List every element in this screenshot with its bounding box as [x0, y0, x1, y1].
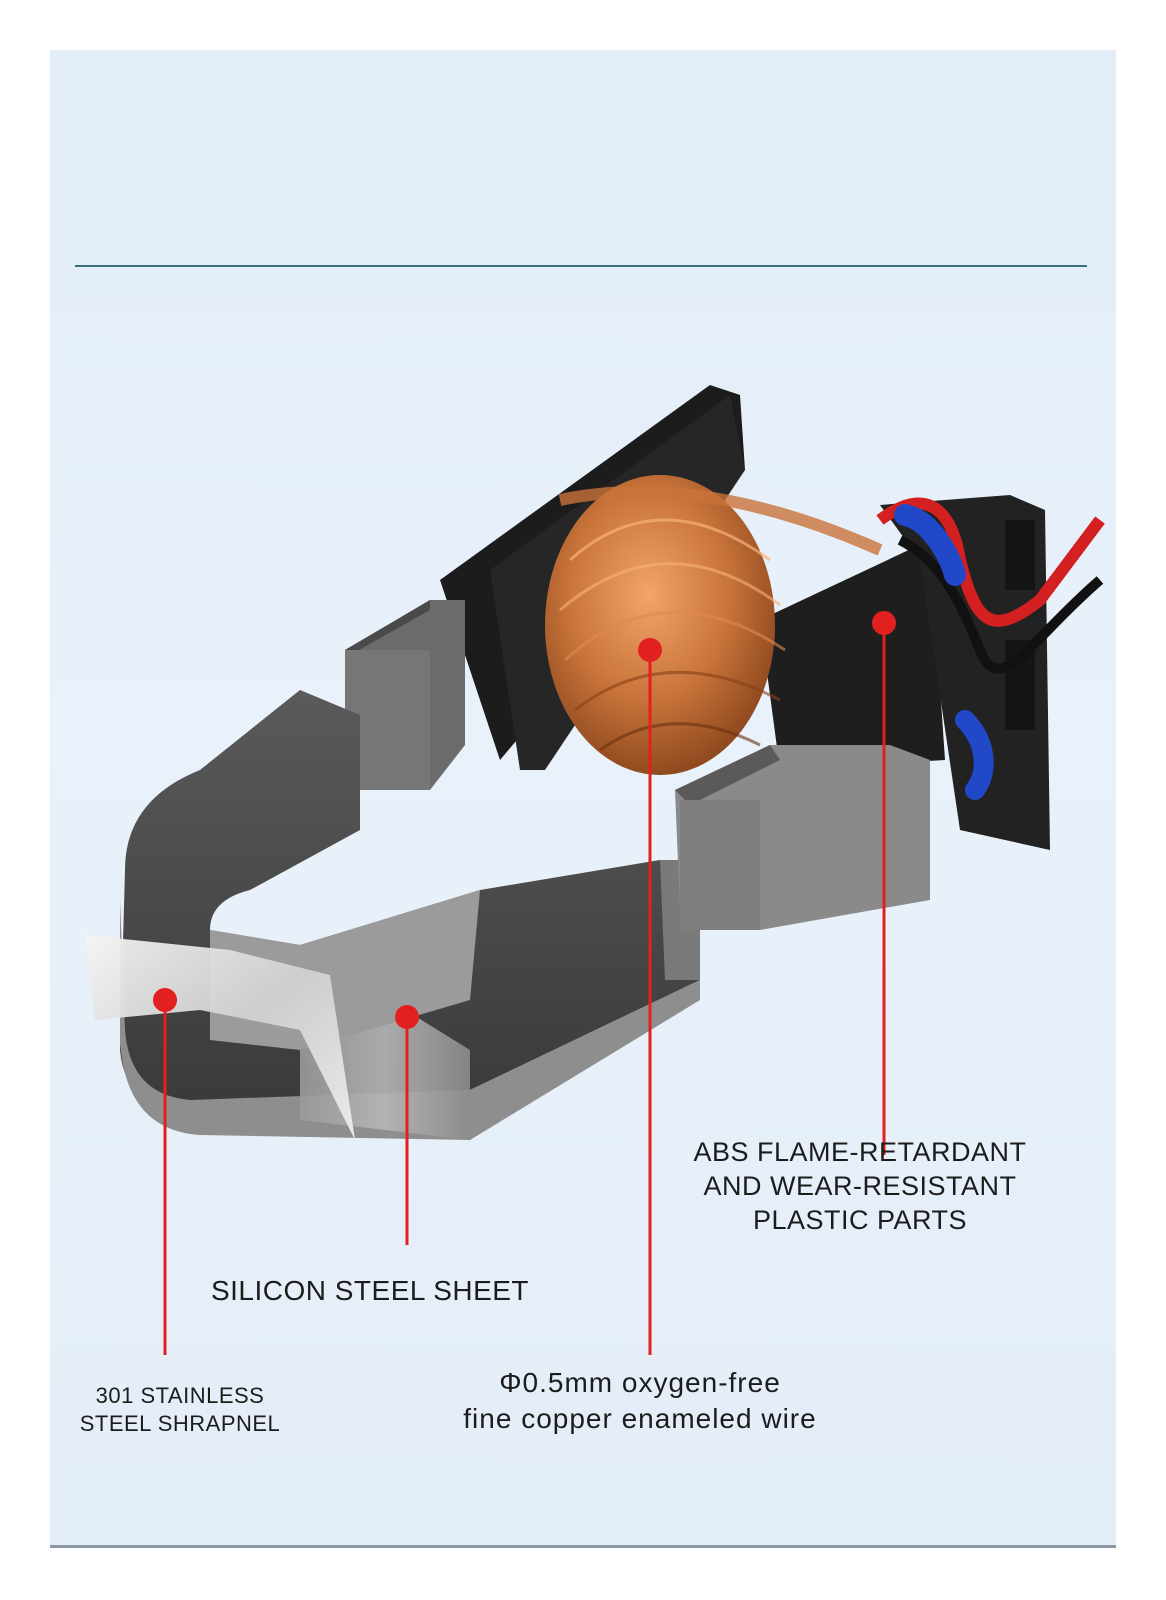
callout-dot-wire — [638, 638, 662, 662]
callout-markers — [153, 611, 896, 1355]
core-right-leg — [675, 745, 930, 930]
callout-stainless-line-1: 301 STAINLESS — [95, 1383, 265, 1408]
callout-stainless-label: 301 STAINLESS STEEL SHRAPNEL — [30, 1382, 330, 1438]
core-back-leg — [345, 600, 465, 790]
callout-dot-stainless — [153, 988, 177, 1012]
callout-dot-silicon — [395, 1005, 419, 1029]
footer-divider — [50, 1545, 1116, 1548]
header-divider — [75, 265, 1087, 267]
callout-silicon-label: SILICON STEEL SHEET — [210, 1275, 530, 1306]
callout-wire-line-1: Φ0.5mm oxygen-free — [499, 1367, 781, 1398]
copper-coil — [545, 475, 883, 775]
callout-wire-line-2: fine copper enameled wire — [463, 1403, 817, 1434]
callout-abs-label: ABS FLAME-RETARDANT AND WEAR-RESISTANT P… — [650, 1135, 1070, 1237]
lead-wires — [876, 497, 1105, 800]
callout-abs-line-3: PLASTIC PARTS — [752, 1205, 968, 1235]
callout-abs-line-2: AND WEAR-RESISTANT — [703, 1171, 1017, 1201]
callout-wire-label: Φ0.5mm oxygen-free fine copper enameled … — [400, 1365, 880, 1437]
callout-abs-line-1: ABS FLAME-RETARDANT — [693, 1137, 1027, 1167]
callout-stainless-line-2: STEEL SHRAPNEL — [79, 1411, 281, 1436]
stainless-shim — [85, 935, 355, 1140]
callout-dot-abs — [872, 611, 896, 635]
